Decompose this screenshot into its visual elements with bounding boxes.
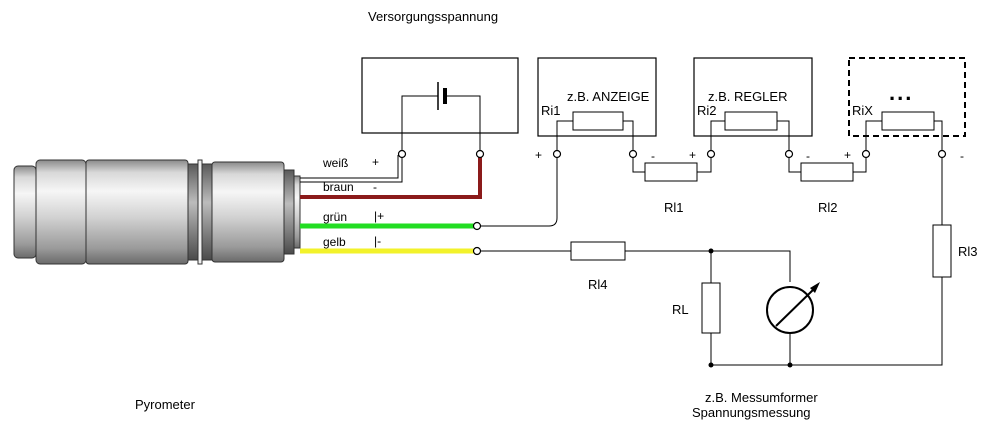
wire-white: [300, 155, 403, 183]
rl-label: RL: [672, 302, 689, 317]
rl3-label: Rl3: [958, 244, 978, 259]
ri1-label: Ri1: [541, 103, 561, 118]
wire-sign-gelb: |-: [374, 234, 381, 248]
resistor-rix: [881, 111, 935, 131]
wire-sign-braun: -: [373, 180, 377, 194]
sign-x-plus: +: [844, 148, 851, 162]
wire-sign-weiss: +: [372, 155, 379, 169]
rl1-label: Rl1: [664, 200, 684, 215]
wire-brown: [300, 157, 482, 199]
rix-label: RiX: [852, 103, 873, 118]
wire-sign-gruen: |+: [374, 209, 384, 223]
battery-plate-short: [443, 88, 447, 104]
supply-title: Versorgungsspannung: [368, 9, 498, 24]
resistor-rl1: [644, 162, 698, 182]
wire-loop-rl2: [788, 158, 801, 173]
device-anzeige: [537, 57, 657, 154]
terminals: [397, 149, 947, 256]
wire-label-gelb: gelb: [323, 235, 346, 249]
device-x: [848, 57, 966, 154]
wire-label-weiss: weiß: [322, 156, 348, 170]
sign-x-minus: -: [960, 149, 964, 163]
wire-loop-return: [711, 277, 943, 366]
device-x-dots: ...: [889, 80, 913, 105]
supply-box: [361, 57, 519, 150]
sign-regler-minus: -: [806, 149, 810, 163]
pyrometer-body: [13, 159, 301, 265]
wire-label-braun: braun: [323, 180, 354, 194]
resistor-rl2: [800, 162, 854, 182]
rl4-label: Rl4: [588, 277, 608, 292]
converter-label-line1: z.B. Messumformer: [705, 390, 818, 405]
wire-label-gruen: grün: [323, 210, 347, 224]
resistor-rl3: [932, 224, 952, 278]
resistor-rl4: [570, 241, 626, 261]
sign-anzeige-plus: +: [535, 148, 542, 162]
wire-loop-rl1: [632, 158, 645, 173]
resistor-ri2: [724, 111, 778, 131]
resistor-rl: [701, 282, 721, 334]
device-regler-title: z.B. REGLER: [708, 89, 787, 104]
wire-loop-plus: [479, 158, 558, 227]
voltmeter-icon: [766, 282, 820, 334]
converter-label-line2: Spannungsmessung: [692, 405, 811, 420]
resistor-ri1: [572, 111, 624, 131]
rl2-label: Rl2: [818, 200, 838, 215]
ri2-label: Ri2: [697, 103, 717, 118]
sign-anzeige-minus: -: [651, 149, 655, 163]
sign-regler-plus: +: [689, 148, 696, 162]
junction-dot: [787, 362, 793, 368]
pyrometer-label: Pyrometer: [135, 397, 196, 412]
junction-dot: [708, 248, 714, 254]
device-regler: [693, 57, 813, 154]
junction-dot: [708, 362, 714, 368]
device-anzeige-title: z.B. ANZEIGE: [567, 89, 650, 104]
